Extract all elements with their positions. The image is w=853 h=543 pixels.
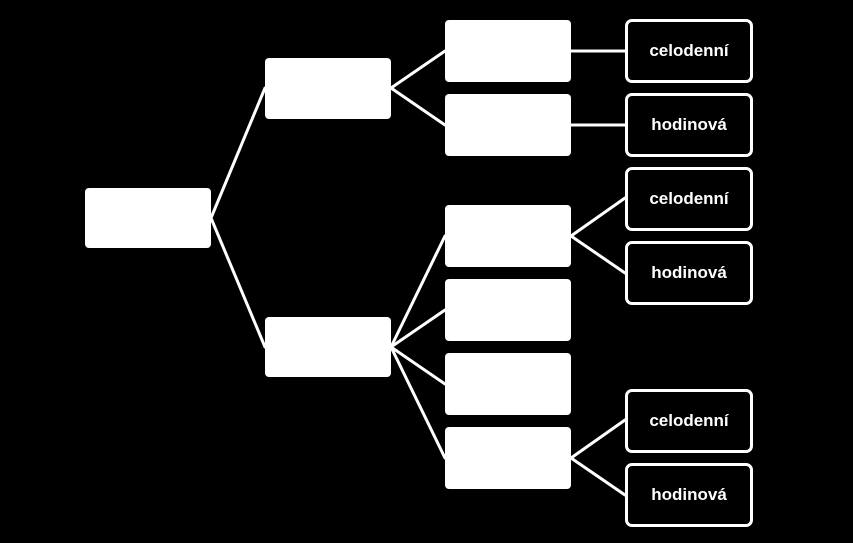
child-node-bottom-2	[445, 279, 571, 341]
connector-bottom-child-1	[389, 234, 447, 349]
connector-bottom-child-4	[389, 345, 447, 460]
connector-top-child-2	[389, 86, 447, 127]
branch-node-bottom	[265, 317, 391, 377]
leaf-node-4-label: hodinová	[651, 262, 727, 282]
leaf-node-5-label: celodenní	[649, 410, 729, 430]
branch-node-top	[265, 58, 391, 119]
child-node-bottom-4	[445, 427, 571, 489]
leaf-node-2-label: hodinová	[651, 114, 727, 134]
connector-leaf-3	[569, 196, 627, 238]
connector-root-bottom	[209, 216, 267, 349]
leaf-node-5: celodenní	[625, 389, 753, 453]
leaf-node-1: celodenní	[625, 19, 753, 83]
leaf-node-6-label: hodinová	[651, 484, 727, 504]
connector-root-top	[209, 86, 267, 220]
root-node	[85, 188, 211, 248]
leaf-node-6: hodinová	[625, 463, 753, 527]
leaf-node-3-label: celodenní	[649, 188, 729, 208]
leaf-node-2: hodinová	[625, 93, 753, 157]
connector-leaf-6	[569, 456, 627, 497]
leaf-node-4: hodinová	[625, 241, 753, 305]
leaf-node-3: celodenní	[625, 167, 753, 231]
child-node-top-1	[445, 20, 571, 82]
child-node-bottom-3	[445, 353, 571, 415]
connector-leaf-5	[569, 418, 627, 460]
leaf-node-1-label: celodenní	[649, 40, 729, 60]
connector-top-child-1	[389, 49, 447, 90]
child-node-bottom-1	[445, 205, 571, 267]
child-node-top-2	[445, 94, 571, 156]
connector-bottom-child-3	[389, 345, 447, 386]
connector-bottom-child-2	[389, 308, 447, 349]
connector-leaf-4	[569, 234, 627, 275]
